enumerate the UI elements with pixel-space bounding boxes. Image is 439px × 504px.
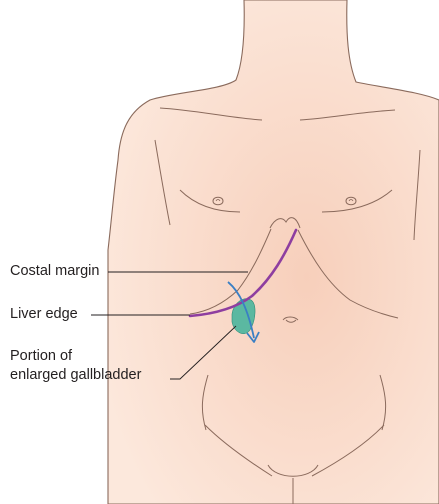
- gallbladder-label-line2: enlarged gallbladder: [10, 366, 141, 385]
- gallbladder-label-line1: Portion of: [10, 347, 141, 366]
- costal-margin-label: Costal margin: [10, 262, 99, 281]
- torso-body: [108, 0, 439, 504]
- gallbladder-label: Portion of enlarged gallbladder: [10, 347, 141, 385]
- liver-edge-label: Liver edge: [10, 305, 78, 324]
